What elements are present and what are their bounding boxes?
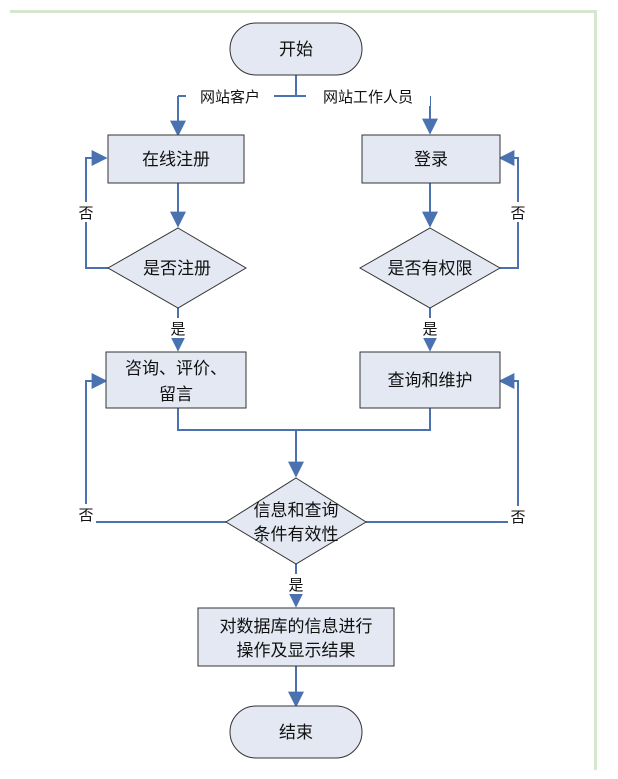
is-registered-label: 是否注册: [143, 259, 211, 279]
no-left-loop-label: 否: [78, 204, 93, 222]
edge-invalid-right-loop: [366, 373, 519, 523]
consult-box: [105, 351, 247, 409]
start-terminator: [229, 22, 363, 76]
no-right-label-bg: [508, 202, 528, 222]
no-right-loop-label: 否: [510, 204, 525, 222]
customer-edge-label: 网站客户: [200, 88, 260, 106]
query-maintain-box: [359, 351, 501, 409]
end-terminator: [229, 705, 363, 759]
has-permission-label: 是否有权限: [388, 259, 473, 279]
yes-valid-label: 是: [288, 576, 303, 594]
register-online-box: [107, 134, 245, 184]
validity-decision: [225, 477, 367, 565]
yes-right-label-bg: [420, 318, 440, 338]
no-left-label-bg: [76, 202, 96, 222]
no-bottom-left-label-bg: [76, 504, 96, 524]
has-permission-decision: [358, 227, 502, 309]
is-registered-decision: [106, 227, 247, 309]
login-box: [361, 134, 501, 184]
frame-border-right: [594, 10, 597, 770]
customer-label-bg: [186, 86, 274, 106]
consult-label-line2: 留言: [159, 385, 193, 405]
query-maintain-label: 查询和维护: [388, 371, 473, 391]
operate-label-line1: 对数据库的信息进行: [220, 617, 373, 637]
edge-merge: [177, 408, 431, 431]
yes-left-label-bg: [168, 318, 188, 338]
consult-label-line1: 咨询、评价、: [125, 359, 227, 379]
no-bottom-right-label-bg: [508, 506, 528, 526]
validity-label-line2: 条件有效性: [254, 525, 339, 545]
register-online-label: 在线注册: [142, 150, 210, 170]
yes-registered-label: 是: [170, 320, 185, 338]
login-label: 登录: [414, 150, 448, 170]
no-bottom-left-label: 否: [78, 506, 93, 524]
validity-label-line1: 信息和查询: [254, 501, 339, 521]
yes-permission-label: 是: [422, 320, 437, 338]
yes-bottom-label-bg: [286, 574, 306, 594]
staff-edge-label: 网站工作人员: [323, 88, 413, 106]
end-label: 结束: [279, 723, 313, 743]
staff-label-bg: [306, 86, 430, 106]
frame-border-top: [10, 10, 596, 13]
no-bottom-right-label: 否: [510, 508, 525, 526]
start-label: 开始: [279, 40, 313, 60]
operate-box: [197, 607, 395, 667]
edge-invalid-left-loop: [85, 373, 226, 523]
operate-label-line2: 操作及显示结果: [237, 641, 356, 661]
